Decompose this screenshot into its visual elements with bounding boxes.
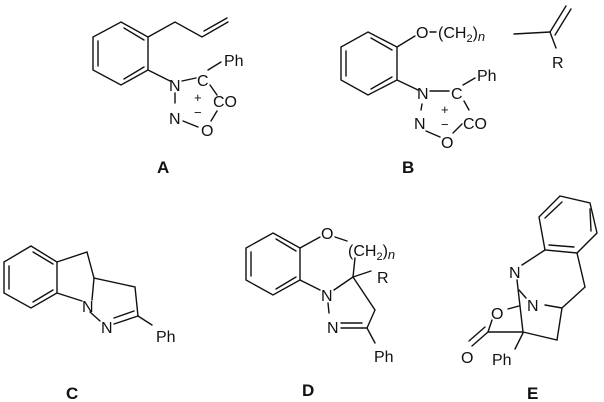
atom-c: C	[451, 86, 463, 103]
compound-label: B	[402, 158, 414, 177]
atom-n: N	[327, 320, 339, 337]
atom-n: N	[414, 116, 426, 133]
r-group-label: R	[552, 55, 564, 72]
chain-label: (CH2)n	[438, 25, 485, 45]
compound-label: C	[66, 384, 78, 402]
charge-minus: −	[194, 105, 202, 120]
phenyl-label: Ph	[477, 68, 497, 85]
atom-n: N	[321, 288, 333, 305]
compound-label: E	[527, 384, 538, 402]
compound-a: Ph N C + − CO N O A	[92, 17, 244, 177]
phenyl-label: Ph	[492, 352, 512, 369]
compound-d: O (CH2)n R N N Ph D	[245, 226, 395, 400]
atom-o: O	[441, 135, 453, 152]
atom-n: N	[82, 299, 94, 316]
atom-n: N	[527, 298, 539, 315]
atom-n: N	[417, 86, 429, 103]
atom-n: N	[169, 111, 181, 128]
compound-b: O (CH2)n R Ph N C + − CO N O B	[340, 5, 572, 177]
phenyl-label: Ph	[374, 349, 394, 366]
phenyl-label: Ph	[224, 53, 244, 70]
carbonyl-label: CO	[463, 116, 487, 133]
atom-n: N	[169, 78, 181, 95]
atom-o: O	[201, 123, 213, 140]
atom-c: C	[197, 73, 209, 90]
r-group-label: R	[377, 270, 389, 287]
compound-e: N N O O Ph E	[461, 195, 598, 402]
atom-n: N	[509, 265, 521, 282]
atom-o: O	[461, 350, 473, 367]
charge-plus: +	[441, 102, 449, 117]
atom-n: N	[101, 320, 113, 337]
phenyl-label: Ph	[156, 329, 176, 346]
chain-label: (CH2)n	[348, 243, 395, 263]
compound-c: N N Ph C	[3, 245, 176, 402]
atom-o: O	[321, 226, 333, 243]
atom-o: O	[416, 25, 428, 42]
compound-label: D	[302, 381, 314, 400]
charge-plus: +	[194, 90, 202, 105]
charge-minus: −	[441, 117, 449, 132]
carbonyl-label: CO	[213, 94, 237, 111]
atom-o: O	[491, 306, 503, 323]
compound-label: A	[157, 158, 169, 177]
